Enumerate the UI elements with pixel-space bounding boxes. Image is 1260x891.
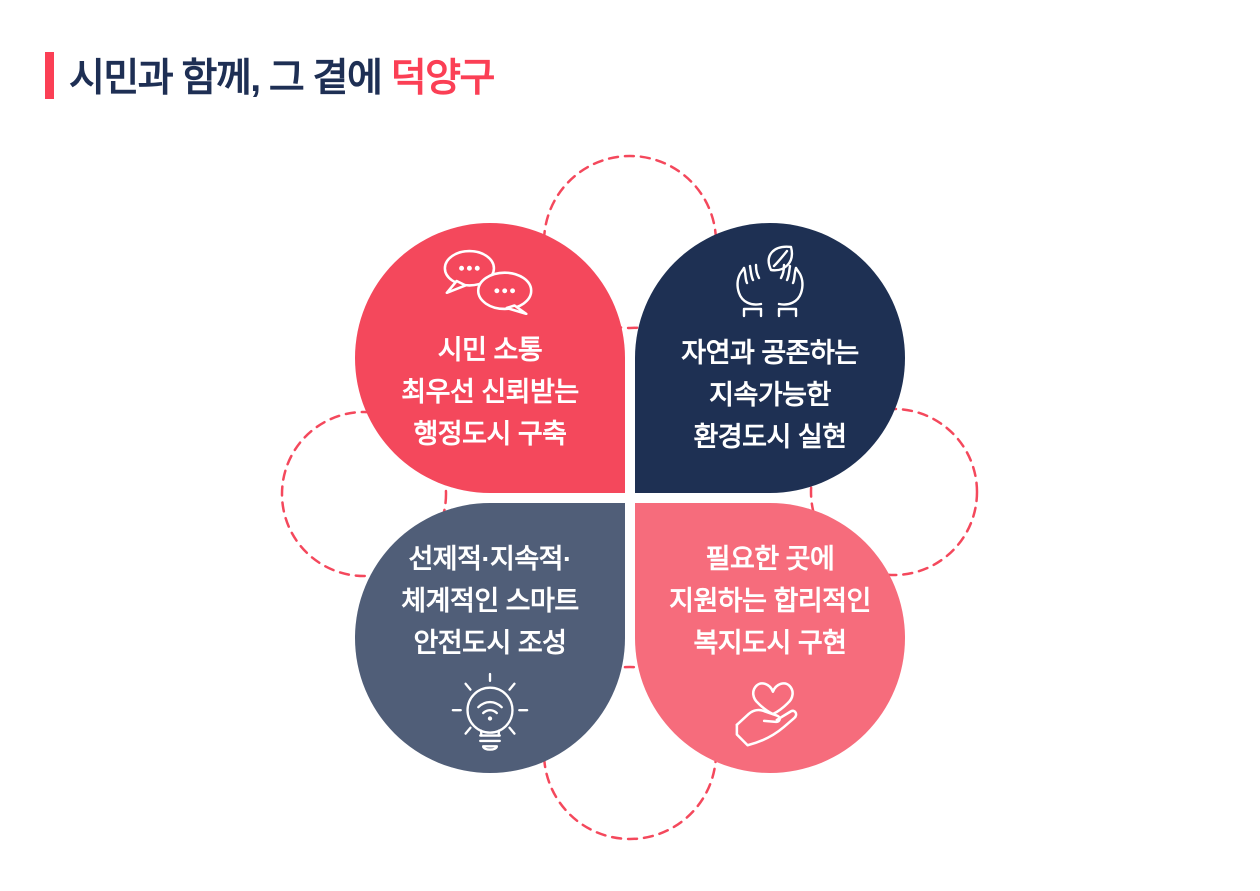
petal-environment: 자연과 공존하는 지속가능한 환경도시 실현 <box>635 223 905 493</box>
petal-line: 복지도시 구현 <box>693 628 847 658</box>
petal-line: 지속가능한 <box>709 380 831 410</box>
petal-line: 필요한 곳에 <box>705 544 835 574</box>
page-title: 시민과 함께, 그 곁에 덕양구 <box>69 47 496 103</box>
petal-line: 환경도시 실현 <box>693 422 847 452</box>
petal-communication: 시민 소통 최우선 신뢰받는 행정도시 구축 <box>355 223 625 493</box>
petal-safety: 선제적·지속적· 체계적인 스마트 안전도시 조성 <box>355 503 625 773</box>
petal-line: 선제적·지속적· <box>408 544 572 574</box>
speech-bubbles-icon <box>439 247 541 316</box>
dashed-circle-left <box>280 410 448 578</box>
page-title-text: 시민과 함께, 그 곁에 <box>69 57 391 100</box>
petal-welfare: 필요한 곳에 지원하는 합리적인 복지도시 구현 <box>635 503 905 773</box>
petal-line: 자연과 공존하는 <box>681 338 859 368</box>
petal-line: 행정도시 구축 <box>413 419 567 449</box>
title-accent-bar <box>45 51 54 99</box>
petal-communication-text: 시민 소통 최우선 신뢰받는 행정도시 구축 <box>401 329 579 455</box>
petal-safety-text: 선제적·지속적· 체계적인 스마트 안전도시 조성 <box>401 538 579 664</box>
petal-line: 안전도시 조성 <box>413 628 567 658</box>
petal-line: 최우선 신뢰받는 <box>401 377 579 407</box>
hands-leaf-icon <box>731 244 809 320</box>
title-row: 시민과 함께, 그 곁에 덕양구 <box>45 47 496 103</box>
page-title-accent: 덕양구 <box>390 57 496 100</box>
hand-heart-icon <box>728 678 812 754</box>
petal-environment-text: 자연과 공존하는 지속가능한 환경도시 실현 <box>681 332 859 458</box>
petal-line: 시민 소통 <box>437 335 543 365</box>
petal-line: 지원하는 합리적인 <box>669 586 871 616</box>
petal-welfare-text: 필요한 곳에 지원하는 합리적인 복지도시 구현 <box>669 538 871 664</box>
smart-bulb-icon <box>448 672 532 762</box>
petal-line: 체계적인 스마트 <box>401 586 579 616</box>
